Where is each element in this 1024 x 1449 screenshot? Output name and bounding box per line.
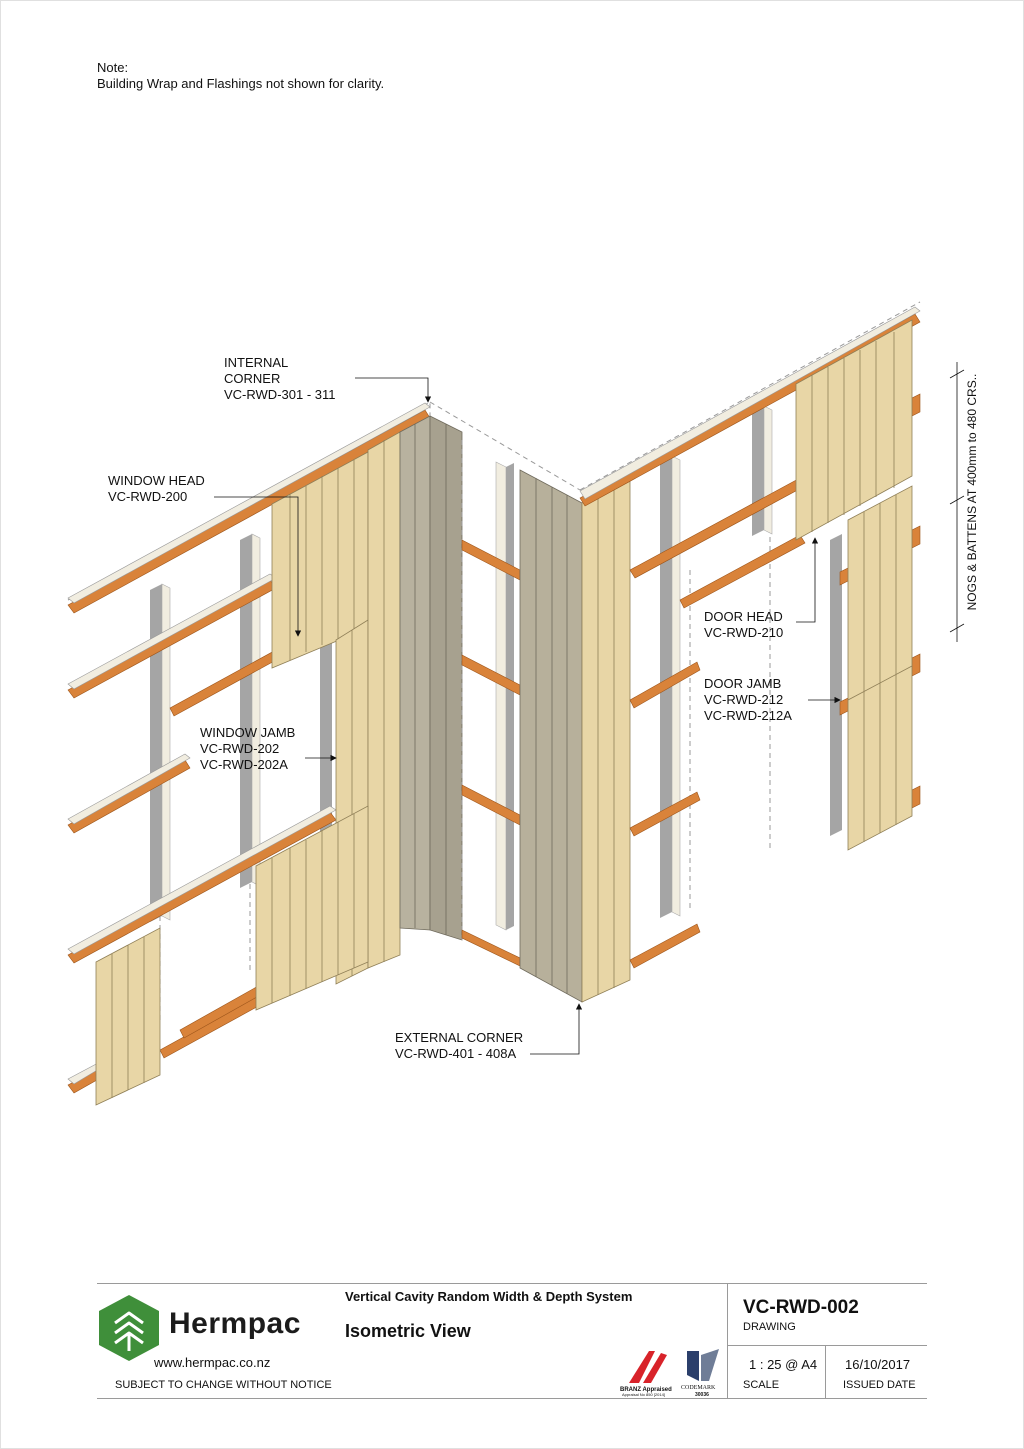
brand-name: Hermpac [169,1307,301,1340]
right-wall [579,301,921,969]
external-corner-boards [519,469,631,1003]
callout-line: INTERNAL [224,355,289,370]
spacing-label: NOGS & BATTENS AT 400mm to 480 CRS.. [965,373,979,611]
centre-wall-battens [461,539,521,967]
callout-door-head: DOOR HEAD VC-RWD-210 [704,609,783,641]
left-wall-cladding-window-head [271,451,369,669]
svg-text:CODEMARK: CODEMARK [681,1385,716,1391]
left-wall-cladding-base [95,927,161,1106]
right-wall-cladding-door-jamb [847,485,913,851]
drawing-number: VC-RWD-002 [743,1297,859,1318]
leader-lines [214,377,841,1055]
website-link[interactable]: www.hermpac.co.nz [154,1355,271,1370]
drawing-note: Note: Building Wrap and Flashings not sh… [97,60,384,92]
callout-line: VC-RWD-301 - 311 [224,387,336,402]
tree-hexagon-icon [99,1295,159,1361]
left-wall [67,401,431,1106]
door-head-leader [796,537,819,623]
callout-line: WINDOW JAMB [200,725,296,740]
title-block: Hermpac www.hermpac.co.nz SUBJECT TO CHA… [97,1283,927,1400]
callout-line: VC-RWD-212A [704,708,792,723]
svg-text:30036: 30036 [695,1392,709,1397]
right-wall-frame-outline [579,301,921,910]
centre-wall-studs [495,461,514,931]
callout-door-jamb: DOOR JAMB VC-RWD-212 VC-RWD-212A [704,676,792,724]
window-head-leader [214,496,302,637]
branz-appraised-logo: BRANZ Appraised Appraisal No 850 [2014] [620,1351,672,1397]
project-title: Vertical Cavity Random Width & Depth Sys… [345,1289,633,1304]
callout-line: VC-RWD-212 [704,692,784,707]
scale-value: 1 : 25 @ A4 [749,1357,818,1372]
left-wall-studs [150,494,332,922]
callout-external-corner: EXTERNAL CORNER VC-RWD-401 - 408A [395,1030,523,1062]
callout-line: VC-RWD-401 - 408A [395,1046,517,1061]
callout-line: VC-RWD-210 [704,625,784,640]
sheet-title: Isometric View [345,1321,471,1341]
centre-wall [429,401,631,1003]
callout-line: CORNER [224,371,281,386]
svg-text:Appraisal No 850 [2014]: Appraisal No 850 [2014] [622,1392,665,1397]
internal-corner-boards [399,415,463,941]
issued-date: 16/10/2017 [845,1357,911,1372]
callout-line: DOOR JAMB [704,676,782,691]
right-wall-battens [579,306,921,969]
note-heading: Note: [97,60,129,75]
note-text: Building Wrap and Flashings not shown fo… [97,76,385,91]
callout-line: EXTERNAL CORNER [395,1030,524,1045]
callout-line: DOOR HEAD [704,609,783,624]
callout-line: VC-RWD-202 [200,741,280,756]
internal-corner-leader [355,377,432,403]
notice-text: SUBJECT TO CHANGE WITHOUT NOTICE [115,1379,332,1391]
callout-window-head: WINDOW HEAD VC-RWD-200 [108,473,205,505]
callout-line: WINDOW HEAD [108,473,205,488]
callout-line: VC-RWD-200 [108,489,188,504]
right-wall-cladding-door-head [795,319,913,541]
callout-line: VC-RWD-202A [200,757,288,772]
scale-caption: SCALE [743,1379,780,1391]
drawing-caption: DRAWING [743,1321,796,1333]
callout-internal-corner: INTERNAL CORNER VC-RWD-301 - 311 [224,355,336,403]
left-wall-cladding-sill [255,805,369,1011]
codemark-logo: CODEMARK 30036 [681,1349,719,1397]
svg-text:BRANZ Appraised: BRANZ Appraised [620,1387,672,1393]
spacing-dimension [949,362,965,642]
callout-window-jamb: WINDOW JAMB VC-RWD-202 VC-RWD-202A [200,725,295,773]
centre-wall-frame-outline [429,401,581,940]
external-corner-leader [530,1003,583,1055]
issued-caption: ISSUED DATE [843,1379,916,1391]
